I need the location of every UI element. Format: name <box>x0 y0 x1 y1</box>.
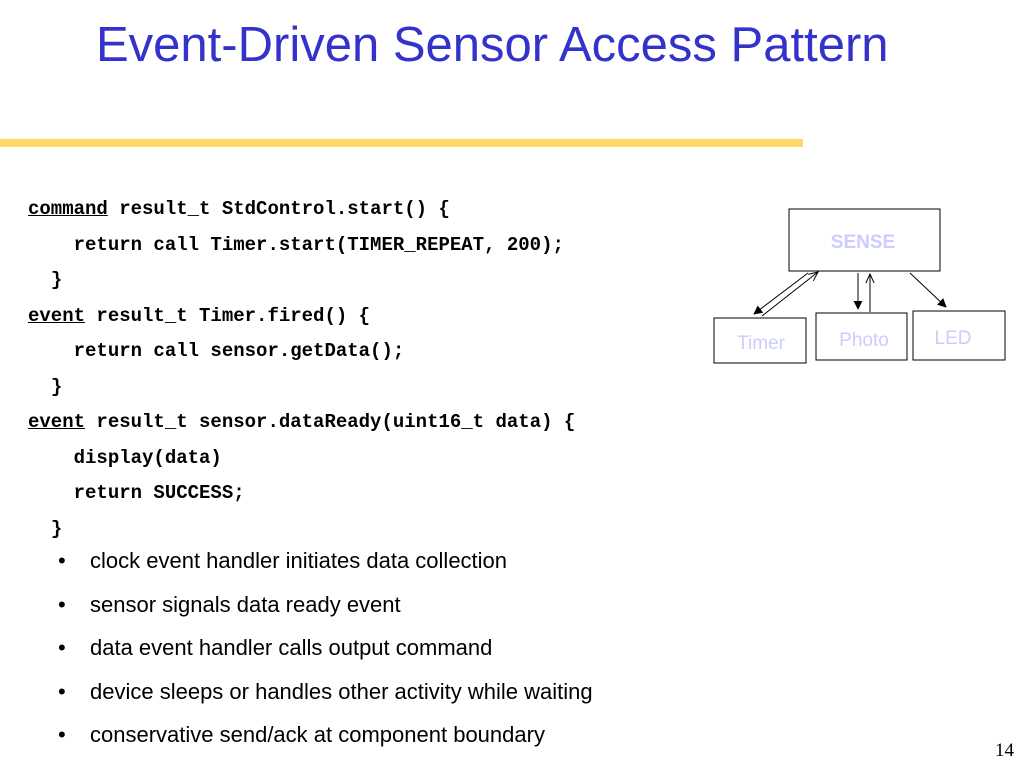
timer-to-sense-arrow <box>761 272 818 317</box>
code-line-4: event result_t Timer.fired() { <box>28 300 575 336</box>
bullet-dot-icon: • <box>58 722 66 747</box>
code-line-5: return call sensor.getData(); <box>28 335 575 371</box>
page-number: 14 <box>995 740 1014 761</box>
bullet-text: conservative send/ack at component bound… <box>90 722 545 747</box>
bullet-dot-icon: • <box>58 548 66 573</box>
photo-box <box>815 312 908 361</box>
timer-box <box>713 317 807 364</box>
code-text: return call Timer.start(TIMER_REPEAT, 20… <box>73 233 564 256</box>
sense-box <box>788 208 941 272</box>
code-line-10: } <box>28 513 575 549</box>
code-text: return call sensor.getData(); <box>73 340 405 362</box>
bullet-dot-icon: • <box>58 678 66 704</box>
code-line-6: } <box>28 371 575 407</box>
code-text: } <box>50 517 63 540</box>
title-underline-bar <box>0 139 803 147</box>
bullet-text: device sleeps or handles other activity … <box>90 678 593 704</box>
list-item: • conservative send/ack at component boun… <box>58 717 593 761</box>
bullet-dot-icon: • <box>58 635 66 660</box>
code-text: } <box>50 375 63 398</box>
code-text: result_t Timer.fired() { <box>85 304 371 327</box>
list-item: • data event handler calls output command <box>58 630 593 674</box>
list-item: • clock event handler initiates data coll… <box>58 543 593 587</box>
photo-label: Photo <box>839 330 889 351</box>
timer-label: Timer <box>737 333 786 354</box>
bullet-dot-icon: • <box>58 591 66 617</box>
code-line-3: } <box>28 264 575 300</box>
bullet-text: sensor signals data ready event <box>90 591 401 617</box>
slide-title: Event-Driven Sensor Access Pattern <box>96 18 889 72</box>
sense-to-led-arrow <box>909 272 947 308</box>
code-text: return SUCCESS; <box>73 482 245 504</box>
led-label: LED <box>935 328 972 349</box>
code-line-8: display(data) <box>28 442 575 478</box>
list-item: • device sleeps or handles other activity… <box>58 674 593 718</box>
bullet-list: • clock event handler initiates data coll… <box>58 543 593 761</box>
code-line-9: return SUCCESS; <box>28 477 575 513</box>
code-text: display(data) <box>73 446 222 469</box>
bullet-text: clock event handler initiates data colle… <box>90 548 508 573</box>
code-text: } <box>50 269 63 291</box>
sense-to-timer-arrow <box>753 272 809 315</box>
code-keyword: event <box>28 411 86 433</box>
code-block: command result_t StdControl.start() { re… <box>28 193 575 548</box>
code-line-1: command result_t StdControl.start() { <box>28 193 575 229</box>
sense-label: SENSE <box>831 232 895 253</box>
led-box <box>912 310 1006 361</box>
code-text: result_t StdControl.start() { <box>107 198 450 220</box>
code-keyword: command <box>28 198 108 220</box>
code-line-2: return call Timer.start(TIMER_REPEAT, 20… <box>28 229 575 265</box>
code-line-7: event result_t sensor.dataReady(uint16_t… <box>28 406 575 442</box>
code-text: result_t sensor.dataReady(uint16_t data)… <box>85 411 576 433</box>
list-item: • sensor signals data ready event <box>58 587 593 631</box>
code-keyword: event <box>28 304 86 327</box>
bullet-text: data event handler calls output command <box>90 635 493 660</box>
